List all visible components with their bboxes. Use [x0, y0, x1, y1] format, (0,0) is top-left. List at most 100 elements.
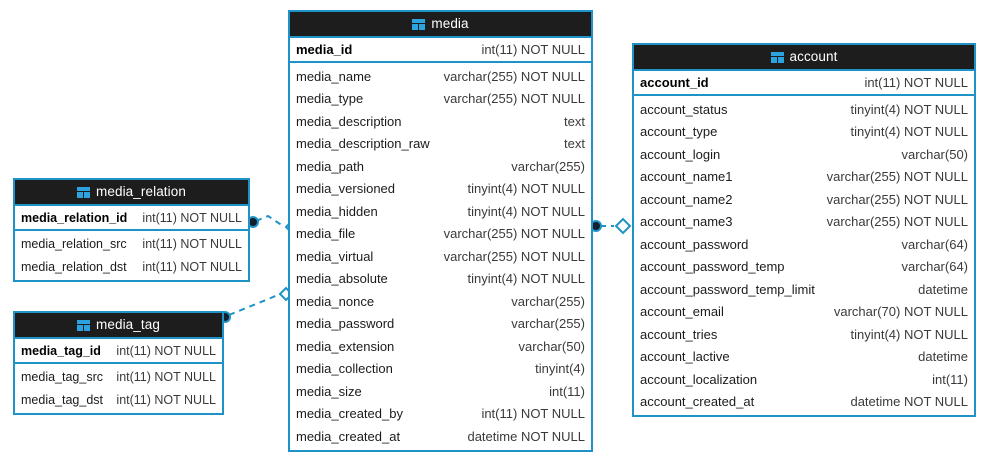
column-type: int(11) NOT NULL — [142, 210, 242, 225]
column-name: media_relation_id — [21, 210, 128, 225]
column-type: tinyint(4) NOT NULL — [467, 271, 585, 287]
entity-media-relation-columns: media_relation_src int(11) NOT NULL media… — [15, 231, 248, 280]
column-name: media_name — [296, 68, 372, 84]
entity-media-header: media — [290, 12, 591, 38]
table-icon — [412, 18, 426, 30]
column-type: varchar(255) NOT NULL — [826, 214, 968, 230]
entity-media-relation-title: media_relation — [96, 184, 186, 200]
column-name: account_password_temp_limit — [640, 281, 815, 297]
column-type: varchar(255) — [511, 293, 585, 309]
column-name: account_email — [640, 304, 724, 320]
edge-line — [228, 294, 279, 316]
column-row[interactable]: media_file varchar(255) NOT NULL — [290, 223, 591, 246]
column-name: media_relation_src — [21, 237, 127, 252]
column-name: account_password_temp — [640, 259, 785, 275]
column-type: tinyint(4) NOT NULL — [467, 203, 585, 219]
entity-account-title: account — [789, 49, 838, 65]
entity-media[interactable]: media media_id int(11) NOT NULL media_na… — [288, 10, 593, 452]
column-name: account_id — [640, 75, 709, 90]
column-type: varchar(255) — [511, 316, 585, 332]
column-name: media_type — [296, 91, 364, 107]
column-row[interactable]: media_password varchar(255) — [290, 313, 591, 336]
table-icon — [770, 51, 784, 63]
column-type: varchar(255) NOT NULL — [443, 68, 585, 84]
column-type: int(11) — [549, 383, 585, 399]
entity-media-title: media — [431, 16, 469, 32]
column-name: media_absolute — [296, 271, 388, 287]
table-icon — [77, 319, 91, 331]
column-row[interactable]: media_nonce varchar(255) — [290, 290, 591, 313]
entity-account-pk-row[interactable]: account_id int(11) NOT NULL — [634, 71, 974, 96]
column-row[interactable]: account_password_temp varchar(64) — [634, 256, 974, 279]
table-icon — [77, 186, 91, 198]
column-name: media_path — [296, 158, 364, 174]
entity-media-relation-pk-row[interactable]: media_relation_id int(11) NOT NULL — [15, 206, 248, 231]
column-name: media_versioned — [296, 181, 396, 197]
column-name: media_nonce — [296, 293, 375, 309]
column-name: media_extension — [296, 338, 395, 354]
column-name: account_lactive — [640, 349, 730, 365]
column-type: varchar(64) — [901, 259, 968, 275]
column-name: account_type — [640, 124, 718, 140]
column-name: media_file — [296, 226, 356, 242]
column-name: media_description — [296, 113, 402, 129]
entity-media-pk-row[interactable]: media_id int(11) NOT NULL — [290, 38, 591, 63]
column-name: media_collection — [296, 361, 393, 377]
column-row[interactable]: media_relation_src int(11) NOT NULL — [15, 233, 248, 256]
column-row[interactable]: media_absolute tinyint(4) NOT NULL — [290, 268, 591, 291]
column-type: int(11) NOT NULL — [142, 237, 242, 252]
diamond-marker — [614, 217, 632, 235]
column-type: datetime NOT NULL — [467, 428, 585, 444]
column-type: varchar(64) — [901, 236, 968, 252]
column-name: account_name2 — [640, 191, 733, 207]
column-type: varchar(255) NOT NULL — [443, 91, 585, 107]
column-row[interactable]: media_type varchar(255) NOT NULL — [290, 88, 591, 111]
column-name: account_tries — [640, 326, 718, 342]
column-type: varchar(255) NOT NULL — [443, 226, 585, 242]
column-row[interactable]: account_password varchar(64) — [634, 233, 974, 256]
entity-media-tag-pk-row[interactable]: media_tag_id int(11) NOT NULL — [15, 339, 222, 364]
entity-media-relation[interactable]: media_relation media_relation_id int(11)… — [13, 178, 250, 282]
column-name: media_password — [296, 316, 395, 332]
column-name: account_password — [640, 236, 749, 252]
entity-media-tag[interactable]: media_tag media_tag_id int(11) NOT NULL … — [13, 311, 224, 415]
relationship-media_tag-media — [219, 286, 294, 323]
entity-account[interactable]: account account_id int(11) NOT NULL acco… — [632, 43, 976, 417]
column-row[interactable]: media_extension varchar(50) — [290, 335, 591, 358]
column-name: media_description_raw — [296, 136, 430, 152]
column-type: int(11) NOT NULL — [116, 343, 216, 358]
column-name: account_name1 — [640, 169, 733, 185]
column-type: varchar(50) — [518, 338, 585, 354]
column-type: int(11) NOT NULL — [116, 392, 216, 407]
column-row[interactable]: media_name varchar(255) NOT NULL — [290, 65, 591, 88]
column-name: media_created_by — [296, 406, 403, 422]
column-type: varchar(50) — [901, 146, 968, 162]
column-type: varchar(255) NOT NULL — [443, 248, 585, 264]
